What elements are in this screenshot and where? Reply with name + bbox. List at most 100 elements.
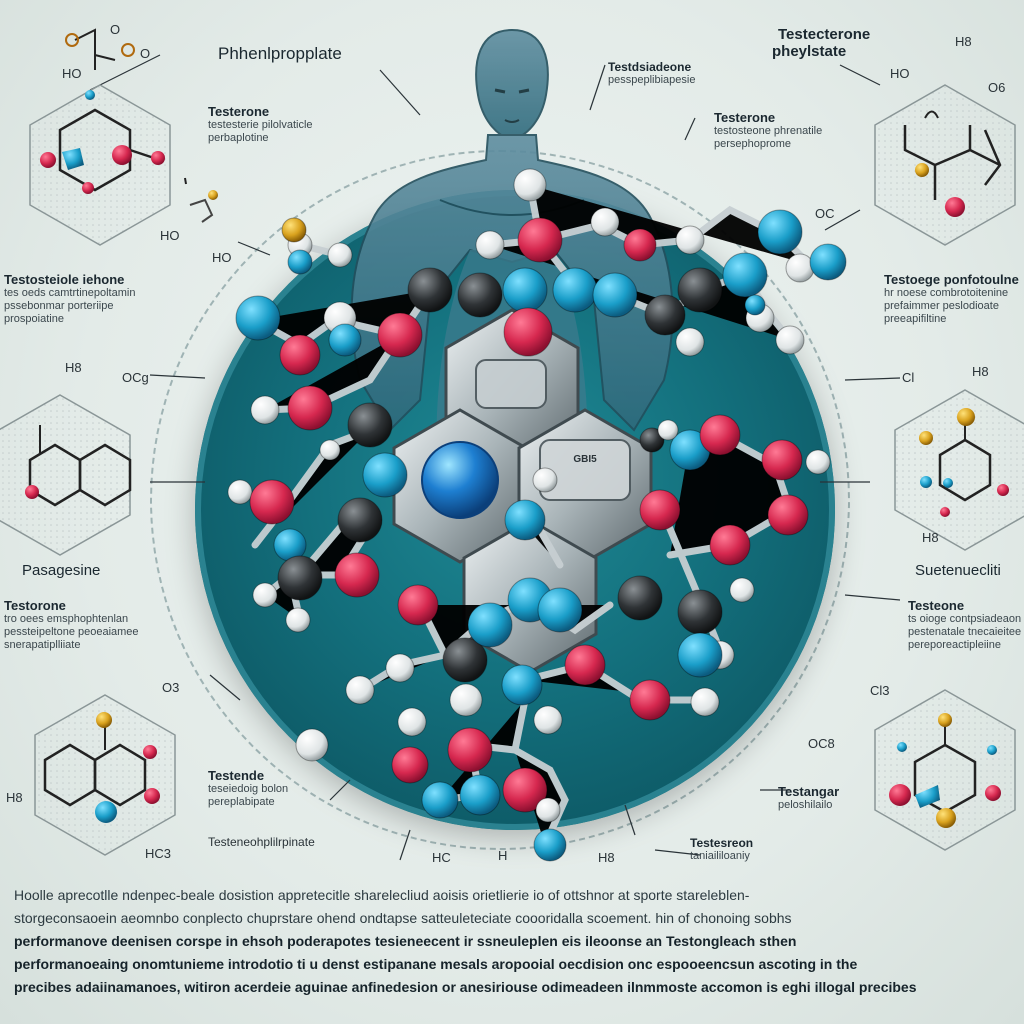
nitrogen-atom bbox=[592, 272, 638, 318]
carbon-atom bbox=[617, 575, 663, 621]
oxygen-atom bbox=[287, 385, 333, 431]
hydrogen-atom bbox=[385, 653, 415, 683]
oxygen-atom bbox=[391, 746, 429, 784]
fragment-top-left bbox=[65, 28, 135, 70]
carbon-atom bbox=[277, 555, 323, 601]
oxygen-atom bbox=[699, 414, 741, 456]
carbon-atom bbox=[407, 267, 453, 313]
hydrogen-atom bbox=[319, 439, 341, 461]
label-lower-right-sub: peloshilailo bbox=[778, 799, 833, 811]
nitrogen-atom bbox=[501, 664, 543, 706]
label-right-3: Testeone ts oioge contpsiadeaon pestenat… bbox=[908, 598, 1021, 652]
tag-hc3-lower-left: HC3 bbox=[145, 846, 171, 861]
tag-oc-mid-left: OCg bbox=[122, 370, 149, 385]
hydrogen-atom bbox=[250, 395, 280, 425]
nitrogen-atom bbox=[421, 781, 459, 819]
tag-cl3-lower-right: Cl3 bbox=[870, 683, 890, 698]
hydrogen-atom bbox=[513, 168, 547, 202]
label-mid-right-sub-1: hr noese combrotoitenine bbox=[884, 287, 1009, 299]
nitrogen-atom bbox=[287, 249, 313, 275]
tag-ho-top-left: HO bbox=[62, 66, 82, 81]
hex-card-top-left bbox=[29, 84, 171, 246]
carbon-atom bbox=[677, 267, 723, 313]
label-lower-left-title: Testende bbox=[208, 768, 265, 783]
carbon-atom bbox=[677, 589, 723, 635]
hex-card-bottom-left bbox=[34, 694, 176, 856]
hydrogen-atom bbox=[675, 225, 705, 255]
label-left-sub-3-3: snerapatiplliiate bbox=[4, 639, 81, 651]
label-mid-left-sub-2: pssebonmar porteriipe bbox=[4, 300, 114, 312]
label-top-center-sub: pesspeplibiapesie bbox=[608, 74, 696, 86]
hydrogen-atom bbox=[657, 419, 679, 441]
tag-oc8-lower-right: OC8 bbox=[808, 736, 835, 751]
label-mid-left-sub-1: tes oeds camtrtinepoltamin bbox=[4, 287, 136, 299]
label-right-sub-3-2: pestenatale tnecaieitee bbox=[908, 626, 1022, 638]
nitrogen-atom bbox=[502, 267, 548, 313]
nitrogen-atom bbox=[328, 323, 362, 357]
label-lower-left-sub-2: pereplabipate bbox=[208, 796, 275, 808]
tag-o6-top-right: O6 bbox=[988, 80, 1005, 95]
nitrogen-atom bbox=[757, 209, 803, 255]
label-upper-right-title: Testerone bbox=[714, 110, 776, 125]
label-left-sub-3-1: tro oees emsphophtenlan bbox=[4, 613, 129, 625]
tag-hc-bottom: HC bbox=[432, 850, 451, 865]
tag-o-top-left: O bbox=[110, 22, 120, 37]
oxygen-atom bbox=[503, 307, 553, 357]
chem-tags: HO O O HO H8 HO O6 H8 OCg Cl H8 H8 O3 H8… bbox=[6, 22, 1005, 865]
label-right-title-3: Testeone bbox=[908, 598, 965, 613]
nitrogen-atom bbox=[504, 499, 546, 541]
nitrogen-atom bbox=[537, 587, 583, 633]
tag-h8b-mid-right: H8 bbox=[922, 530, 939, 545]
label-top-right-title-2: pheylstate bbox=[772, 43, 847, 60]
oxygen-atom bbox=[447, 727, 493, 773]
oxygen-atom bbox=[623, 228, 657, 262]
label-lower-right-title: Testangar bbox=[778, 784, 840, 799]
connector-lines bbox=[89, 54, 901, 861]
nitrogen-atom bbox=[235, 295, 281, 341]
label-mid-right-title: Testoege ponfotoulne bbox=[884, 272, 1019, 287]
nitrogen-atom bbox=[809, 243, 847, 281]
tag-h8-mid-right: H8 bbox=[972, 364, 989, 379]
nitrogen-atom bbox=[722, 252, 768, 298]
label-lower-center: Testesreon taniaililoaniy bbox=[690, 836, 753, 863]
nitrogen-atom bbox=[459, 774, 501, 816]
label-upper-right: Testerone testosteone phrenatile perseph… bbox=[714, 110, 822, 151]
label-lower-center-title: Testesreon bbox=[690, 836, 754, 850]
hydrogen-atom bbox=[590, 207, 620, 237]
hydrogen-atom bbox=[805, 449, 831, 475]
tag-ho-top-right: HO bbox=[890, 66, 910, 81]
label-upper-right-sub-1: testosteone phrenatile bbox=[714, 125, 823, 137]
carbon-atom bbox=[347, 402, 393, 448]
label-upper-left-sub-2: perbaplotine bbox=[208, 132, 269, 144]
tag-h8-mid-left: H8 bbox=[65, 360, 82, 375]
label-upper-left: Testerone testesterie pilolvaticle perba… bbox=[208, 104, 313, 145]
tag-h8-bottom: H8 bbox=[598, 850, 615, 865]
label-top-center: Testdsiadeone pesspeplibiapesie bbox=[608, 60, 695, 87]
label-lower-left: Testende teseiedoig bolon pereplabipate bbox=[208, 768, 288, 809]
nitrogen-atom bbox=[677, 632, 723, 678]
hex-card-top-right bbox=[874, 84, 1016, 246]
hydrogen-atom bbox=[252, 582, 278, 608]
label-lower-center-sub: taniaililoaniy bbox=[690, 850, 750, 862]
label-right-title-2: Suetenuecliti bbox=[915, 562, 1001, 579]
label-left-title-2: Pasagesine bbox=[22, 562, 101, 579]
tag-o3-lower-left: O3 bbox=[162, 680, 179, 695]
label-top-right-title-1: Testecterone bbox=[778, 26, 871, 43]
label-mid-right: Testoege ponfotoulne hr noese combrotoit… bbox=[884, 272, 1019, 326]
label-top-center-title: Testdsiadeone bbox=[608, 60, 692, 74]
hydrogen-atom bbox=[345, 675, 375, 705]
oxygen-atom bbox=[564, 644, 606, 686]
hydrogen-atom bbox=[533, 705, 563, 735]
hydrogen-atom bbox=[327, 242, 353, 268]
label-right-sub-3-1: ts oioge contpsiadeaon bbox=[908, 613, 1022, 625]
hydrogen-atom bbox=[397, 707, 427, 737]
label-right-sub-3-3: pereporeactipleiine bbox=[908, 639, 1001, 651]
hydrogen-atom bbox=[295, 728, 329, 762]
hydrogen-atom bbox=[690, 687, 720, 717]
label-top-left-title: Phhenlpropplate bbox=[218, 44, 342, 63]
carbon-atom bbox=[442, 637, 488, 683]
sulfur-atom bbox=[281, 217, 307, 243]
label-left-3: Testorone tro oees emsphophtenlan pesste… bbox=[4, 598, 139, 652]
bottom-paragraph: Hoolle aprecotlle ndenpec-beale dosistio… bbox=[14, 884, 1014, 999]
